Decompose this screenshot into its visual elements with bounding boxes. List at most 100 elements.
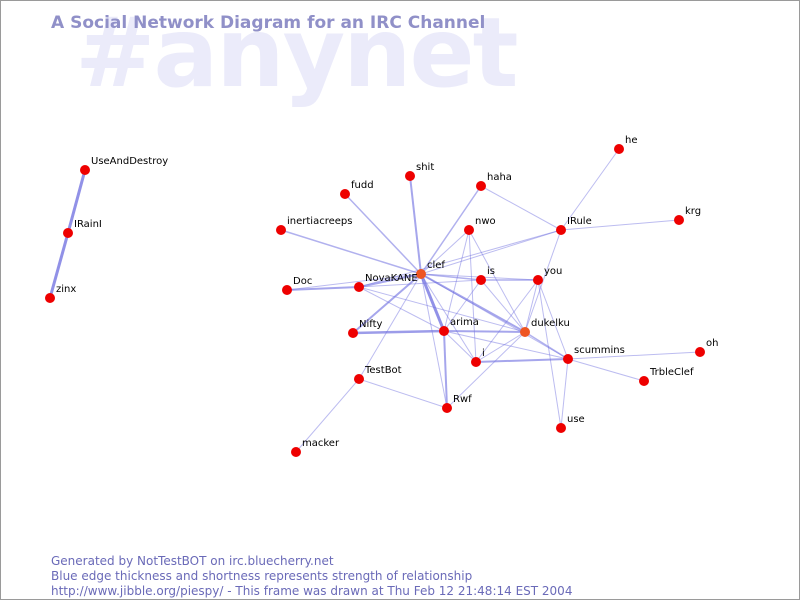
edge-i-scummins [475, 358, 569, 363]
node-dot [614, 144, 624, 154]
node-he: he [614, 135, 638, 154]
node-label: oh [706, 338, 718, 349]
edge-clef-shit [409, 175, 422, 275]
node-dot [464, 225, 474, 235]
edge-clef-dukelku [420, 273, 526, 333]
node-dukelku: dukelku [520, 318, 570, 337]
node-dot [476, 181, 486, 191]
node-arima: arima [439, 317, 479, 336]
node-i: i [471, 348, 485, 367]
edge-clef-Rwf [420, 273, 448, 409]
node-IRainI: IRainI [63, 219, 102, 238]
edge-UseAndDestroy-IRainI [66, 169, 87, 234]
node-dot [695, 347, 705, 357]
edge-arima-i [443, 330, 477, 363]
edge-nwo-arima [443, 229, 470, 332]
node-dot [340, 189, 350, 199]
edge-TrbleClef-scummins [567, 358, 645, 382]
edge-clef-nwo [420, 229, 470, 275]
node-Nifty: Nifty [348, 319, 383, 338]
edge-dukelku-i [475, 331, 526, 363]
edge-macker-TestBot [295, 378, 360, 453]
node-label: i [482, 348, 485, 359]
node-you: you [533, 266, 562, 285]
node-dot [80, 165, 90, 175]
edge-clef-fudd [344, 193, 422, 275]
node-label: Doc [293, 276, 312, 287]
edge-he-IRule [560, 148, 620, 231]
node-label: clef [427, 260, 445, 271]
edge-clef-is [420, 273, 482, 281]
node-dot [282, 285, 292, 295]
node-label: Nifty [359, 319, 383, 330]
node-label: scummins [574, 345, 625, 356]
node-dot [354, 374, 364, 384]
node-NovaKANE: NovaKANE [354, 273, 418, 292]
node-dot [533, 275, 543, 285]
edge-clef-inertiacreeps [280, 229, 422, 275]
node-zinx: zinx [45, 284, 76, 303]
node-oh: oh [695, 338, 718, 357]
edge-clef-Doc [286, 273, 422, 291]
node-nwo: nwo [464, 216, 496, 235]
node-label: IRainI [74, 219, 102, 230]
footer-legend: Blue edge thickness and shortness repres… [51, 569, 473, 583]
node-dot [439, 326, 449, 336]
channel-watermark: #anynet [75, 0, 518, 109]
node-dot [639, 376, 649, 386]
edge-you-i [475, 279, 539, 363]
edge-IRule-NovaKANE [358, 229, 562, 288]
footer: Generated by NotTestBOT on irc.bluecherr… [51, 554, 572, 599]
edge-use-scummins [560, 358, 569, 429]
node-TrbleClef: TrbleClef [639, 367, 694, 386]
edge-clef-haha [420, 185, 482, 275]
node-clef: clef [416, 260, 445, 279]
node-fudd: fudd [340, 180, 374, 199]
node-label: inertiacreeps [287, 216, 352, 227]
edge-IRule-haha [480, 185, 562, 231]
node-label: UseAndDestroy [91, 156, 168, 167]
edge-clef-i [420, 273, 477, 363]
node-dot [471, 357, 481, 367]
node-Doc: Doc [282, 276, 312, 295]
node-Rwf: Rwf [442, 394, 472, 413]
node-use: use [556, 414, 585, 433]
node-label: dukelku [531, 318, 570, 329]
node-dot [291, 447, 301, 457]
node-TestBot: TestBot [354, 365, 402, 384]
edge-is-arima [443, 279, 482, 332]
node-label: use [567, 414, 585, 425]
edge-Nifty-arima [352, 329, 445, 335]
node-layer: UseAndDestroyIRainIzinxhekrgshithahafudd… [45, 135, 718, 457]
node-label: zinx [56, 284, 76, 295]
edge-clef-arima [419, 273, 446, 332]
edge-TestBot-Rwf [358, 378, 448, 409]
node-dot [556, 225, 566, 235]
node-dot [563, 354, 573, 364]
edge-IRainI-zinx [48, 232, 70, 299]
node-dot [520, 327, 530, 337]
node-label: shit [416, 162, 434, 173]
edge-NovaKANE-dukelku [358, 286, 526, 333]
node-dot [63, 228, 73, 238]
edge-arima-dukelku [443, 330, 526, 333]
edge-you-scummins [537, 279, 569, 360]
node-dot [405, 171, 415, 181]
node-label: NovaKANE [365, 273, 418, 284]
node-haha: haha [476, 172, 512, 191]
edge-NovaKANE-arima [358, 286, 445, 332]
edge-nwo-dukelku [468, 229, 526, 333]
node-scummins: scummins [563, 345, 625, 364]
node-label: macker [302, 438, 340, 449]
edge-is-dukelku [480, 279, 526, 333]
node-dot [45, 293, 55, 303]
edge-arima-scummins [443, 330, 569, 360]
node-label: nwo [475, 216, 496, 227]
node-macker: macker [291, 438, 340, 457]
node-dot [354, 282, 364, 292]
node-label: is [487, 266, 495, 277]
node-label: arima [450, 317, 479, 328]
node-label: IRule [567, 216, 592, 227]
